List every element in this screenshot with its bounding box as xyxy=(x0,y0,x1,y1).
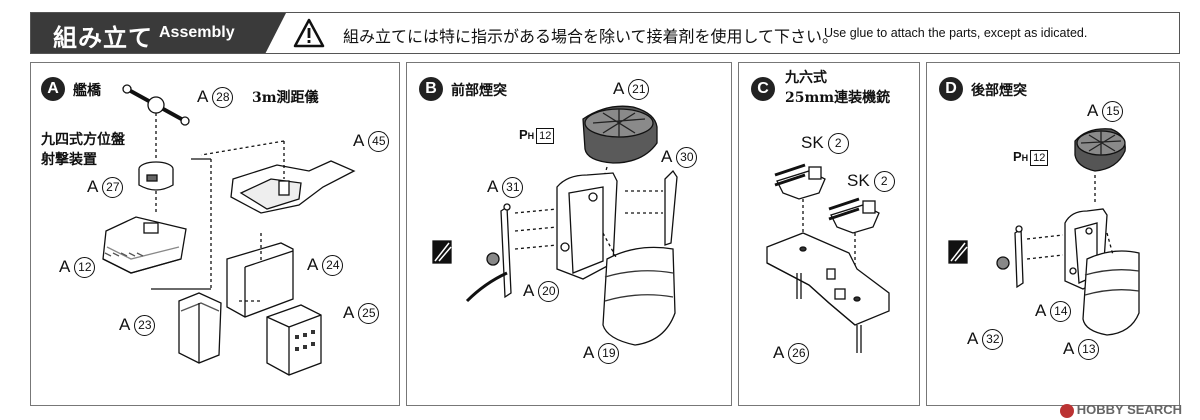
rear-funnel-drawing xyxy=(948,128,1140,336)
step-b-badge: B xyxy=(419,77,443,101)
assembly-header: 組み立て Assembly 組み立てには特に指示がある場合を除いて接着剤を使用し… xyxy=(30,12,1180,54)
step-c-title-line1: 九六式 xyxy=(785,70,827,86)
step-d-title: 後部煙突 xyxy=(971,83,1027,99)
step-c-title-line2: 25mm連装機銃 xyxy=(785,90,891,106)
bridge-assembly-drawing xyxy=(102,84,356,376)
step-c-badge: C xyxy=(751,77,775,101)
warning-english: Use glue to attach the parts, except as … xyxy=(824,26,1088,40)
title-english: Assembly xyxy=(159,24,235,41)
hobby-search-logo-icon xyxy=(1059,404,1074,418)
aa-gun-drawing xyxy=(766,163,890,353)
step-d-badge: D xyxy=(939,77,963,101)
title-tab xyxy=(31,13,286,53)
step-a-badge: A xyxy=(41,77,65,101)
watermark: HOBBY SEARCH xyxy=(1059,402,1182,418)
front-funnel-drawing xyxy=(432,105,678,346)
title-japanese: 組み立て xyxy=(53,24,153,52)
warning-icon xyxy=(293,18,325,48)
step-b-title: 前部煙突 xyxy=(451,83,507,99)
warning-japanese: 組み立てには特に指示がある場合を除いて接着剤を使用して下さい。 xyxy=(343,27,839,46)
director-label-line1: 九四式方位盤 xyxy=(41,132,125,148)
step-a-title: 艦橋 xyxy=(73,83,101,99)
director-label-line2: 射撃装置 xyxy=(41,152,97,168)
rangefinder-label: 3m測距儀 xyxy=(252,90,319,106)
